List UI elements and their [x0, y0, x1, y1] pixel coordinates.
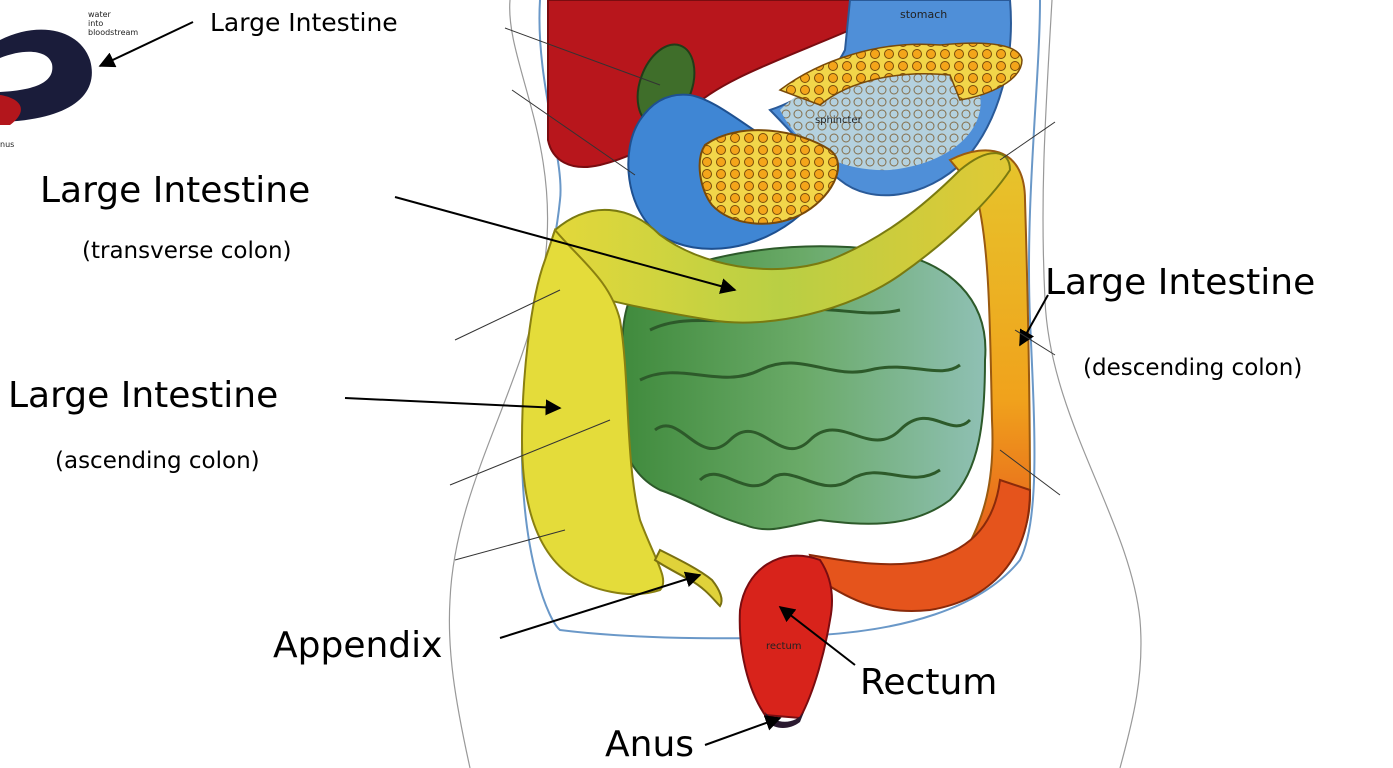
- sphincter-text: sphincter: [815, 115, 862, 126]
- transverse-colon-title: Large Intestine: [40, 170, 310, 211]
- descending-colon-title: Large Intestine: [1045, 262, 1315, 303]
- inset-note-bloodstream: bloodstream: [88, 28, 138, 37]
- inset-note-into: into: [88, 19, 103, 28]
- rectum-label: Rectum: [860, 662, 997, 703]
- inset-large-intestine-label: Large Intestine: [210, 8, 398, 37]
- descending-colon-subtitle: (descending colon): [1083, 355, 1302, 381]
- inset-colon-illustration: [0, 30, 92, 125]
- transverse-colon-subtitle: (transverse colon): [82, 238, 292, 264]
- pancreas: [700, 130, 838, 224]
- stomach-text: stomach: [900, 8, 947, 21]
- inset-note-anus: nus: [0, 140, 14, 149]
- ascending-colon-title: Large Intestine: [8, 375, 278, 416]
- rectum-text: rectum: [766, 641, 802, 652]
- ascending-colon-subtitle: (ascending colon): [55, 448, 260, 474]
- anus-label: Anus: [605, 724, 694, 765]
- inset-note-water: water: [88, 10, 111, 19]
- appendix-label: Appendix: [273, 625, 442, 666]
